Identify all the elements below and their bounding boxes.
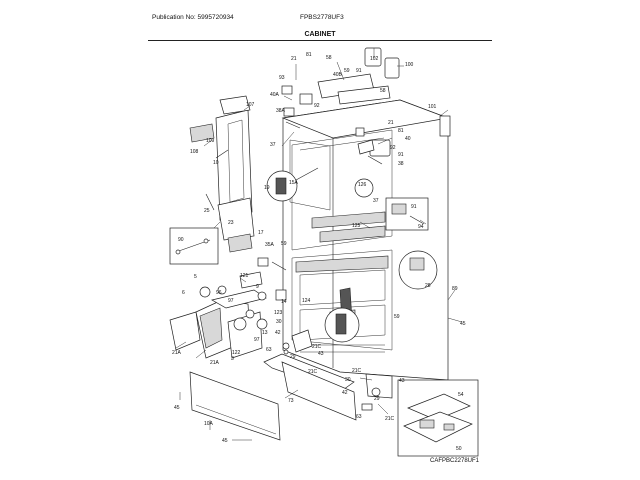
callout: 45: [222, 438, 228, 444]
model-number: FPBS2778UF3: [300, 14, 344, 21]
callout: 35A: [265, 242, 275, 248]
callout: 91: [356, 68, 362, 74]
callout: 37: [373, 198, 379, 204]
callout: 123: [274, 310, 283, 316]
callout: 5: [194, 274, 197, 280]
callout: 42: [342, 390, 348, 396]
callout: 97: [254, 337, 260, 343]
callout: 29: [290, 354, 296, 360]
kickplate-and-bottom-panel: [189, 353, 393, 441]
diagram-title: CABINET: [304, 31, 336, 38]
callout: 17: [258, 230, 264, 236]
callout: 6: [182, 290, 185, 296]
leader-lines: [175, 48, 463, 441]
callout: 102: [370, 56, 379, 62]
callout: 21C: [312, 344, 322, 350]
callout: 59: [344, 68, 350, 74]
callout: 28: [425, 283, 431, 289]
callout: 107: [246, 102, 255, 108]
callout: 125: [352, 223, 361, 229]
callout: 10: [213, 160, 219, 166]
callout: 92: [390, 145, 396, 151]
callout: 81: [306, 52, 312, 58]
callout: 21: [291, 56, 297, 62]
callout: 21C: [308, 369, 318, 375]
callout: 96: [216, 290, 222, 296]
callout: 100: [405, 62, 414, 68]
callout: 30: [276, 319, 282, 325]
callout: 21A: [210, 360, 220, 366]
callout: 124: [302, 298, 311, 304]
callout: 21: [388, 120, 394, 126]
callout: 23: [228, 220, 234, 226]
callout: 40B: [333, 72, 343, 78]
callout: 40A: [270, 92, 280, 98]
callout: 25: [204, 208, 210, 214]
callout: 30: [345, 377, 351, 383]
callout: 109: [206, 138, 215, 144]
callout: 38: [398, 161, 404, 167]
callout: 45: [174, 405, 180, 411]
callout: 14: [281, 299, 287, 305]
callout: 50: [456, 446, 462, 452]
callout: 58: [326, 55, 332, 61]
callout: 59: [394, 314, 400, 320]
callout: 90: [178, 237, 184, 243]
callout: 19: [264, 185, 270, 191]
callout: 38A: [276, 108, 286, 114]
callout: 43: [399, 378, 405, 384]
top-hinges: [281, 47, 451, 165]
callout: 92: [314, 103, 320, 109]
callout: 13: [262, 330, 268, 336]
callout: 93: [279, 75, 285, 81]
callout: 59: [281, 241, 287, 247]
callout: 45: [460, 321, 466, 327]
callout: 3: [231, 356, 234, 362]
callout: 21A: [172, 350, 182, 356]
callout: 42: [275, 330, 281, 336]
callout: 126: [358, 182, 367, 188]
left-rear-panel: [189, 95, 255, 253]
callout: 91: [411, 204, 417, 210]
callout: 91: [398, 152, 404, 158]
callout: 15A: [289, 180, 299, 186]
callout: 89: [452, 286, 458, 292]
callout: 10A: [204, 421, 214, 427]
callout: 21C: [352, 368, 362, 374]
callout: 73: [288, 398, 294, 404]
machine-compartment-parts: [169, 257, 313, 359]
publication-number: Publication No: 5995720934: [152, 14, 234, 21]
callout: 94: [418, 224, 424, 230]
callout: 81: [398, 128, 404, 134]
title-rule: [148, 40, 492, 41]
callout: 40: [405, 136, 411, 142]
callout: 37: [270, 142, 276, 148]
callout: 43: [318, 351, 324, 357]
callout: 63: [266, 347, 272, 353]
callout: 121: [240, 273, 249, 279]
bottom-detail-inset: [397, 379, 479, 457]
callout: 122: [232, 350, 241, 356]
callout: 108: [190, 149, 199, 155]
callout: 21C: [385, 416, 395, 422]
callout: 101: [428, 104, 437, 110]
diagram-code: CAFPBC2278UF1: [430, 458, 480, 464]
callout: 9: [256, 284, 259, 290]
callout-labels: 81 58 102 100 21 59 91 40B 93 58 40A 92 …: [172, 52, 466, 452]
callout: 63: [356, 414, 362, 420]
callout: 58: [380, 88, 386, 94]
callout: 29: [374, 396, 380, 402]
callout: 97: [228, 298, 234, 304]
detail-bubbles: [169, 167, 438, 343]
callout: 54: [458, 392, 464, 398]
